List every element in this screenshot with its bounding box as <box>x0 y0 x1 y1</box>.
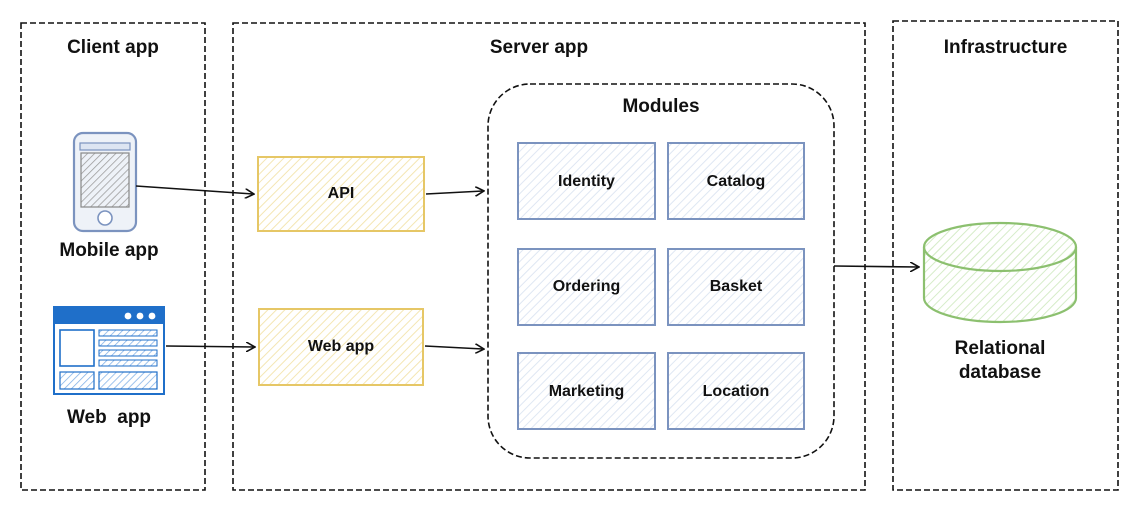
module-box-identity <box>517 142 656 220</box>
module-box-location <box>667 352 805 430</box>
server-app-title: Server app <box>489 37 589 58</box>
arrow-web-to-webapp <box>165 346 254 347</box>
database-cylinder-icon <box>922 221 1078 324</box>
database-label-line2: database <box>958 362 1042 383</box>
infrastructure-frame <box>892 20 1119 491</box>
modules-title: Modules <box>622 96 700 117</box>
client-app-title: Client app <box>67 37 159 58</box>
server-app-frame <box>232 22 866 491</box>
module-basket-label: Basket <box>709 278 763 295</box>
module-box-marketing <box>517 352 656 430</box>
mobile-app-label: Mobile app <box>59 240 159 261</box>
infrastructure-title: Infrastructure <box>943 37 1068 58</box>
module-marketing-label: Marketing <box>548 383 625 400</box>
client-app-frame <box>20 22 206 491</box>
module-ordering-label: Ordering <box>552 278 621 295</box>
arrow-mobile-to-api <box>135 185 253 194</box>
api-box <box>257 156 425 232</box>
arrow-modules-to-database <box>833 266 918 267</box>
module-box-ordering <box>517 248 656 326</box>
module-catalog-label: Catalog <box>706 173 766 190</box>
webapp-box <box>258 308 424 386</box>
arrow-api-to-modules <box>425 191 483 194</box>
module-box-catalog <box>667 142 805 220</box>
web-app-client-label: Web app <box>66 407 152 428</box>
api-label: API <box>327 185 355 202</box>
webapp-label: Web app <box>307 338 375 355</box>
module-identity-label: Identity <box>558 173 615 190</box>
modules-frame <box>487 83 835 459</box>
arrow-webapp-to-modules <box>424 346 483 349</box>
module-box-basket <box>667 248 805 326</box>
module-location-label: Location <box>702 383 770 400</box>
mobile-phone-icon <box>72 131 138 233</box>
database-label-line1: Relational <box>954 338 1046 359</box>
web-browser-icon <box>53 306 165 395</box>
